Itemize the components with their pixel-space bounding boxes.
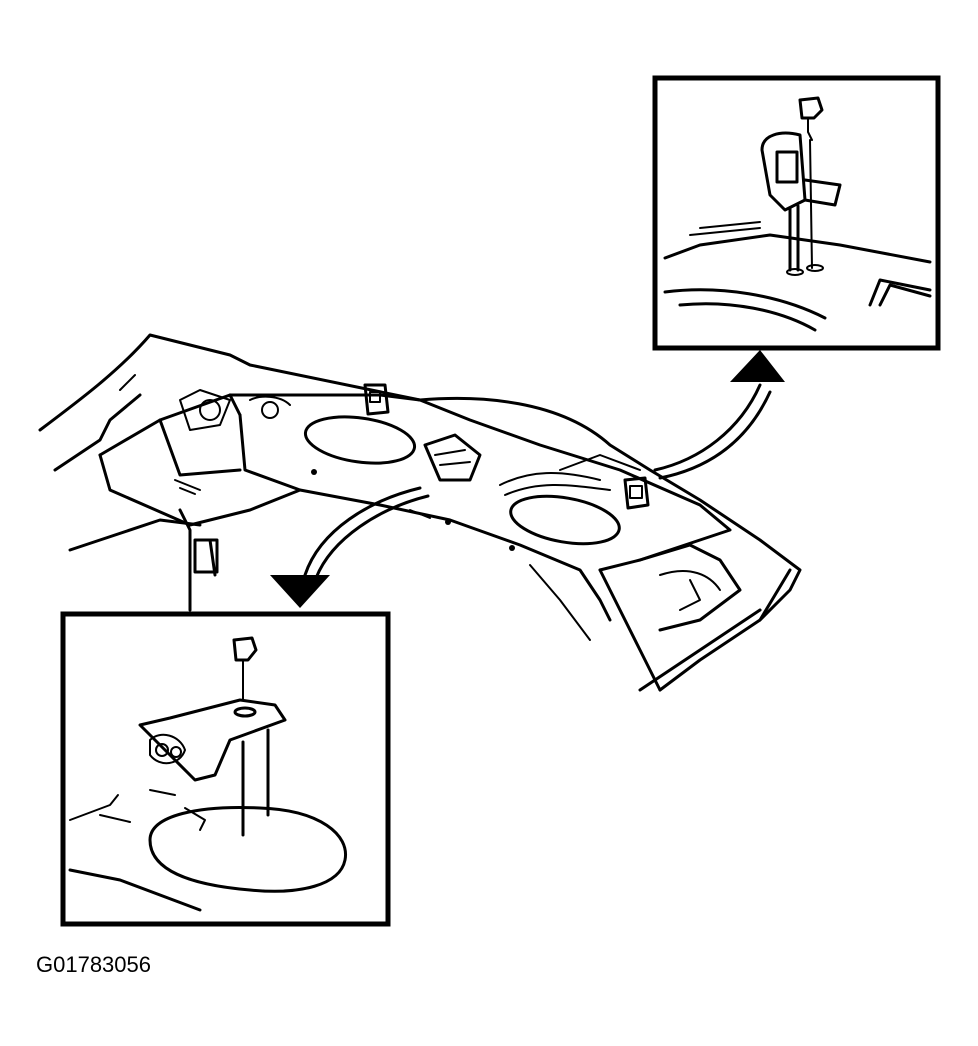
arrow-to-upper-inset [653, 350, 785, 480]
lower-inset-detail [60, 611, 391, 927]
rear-shelf-illustration [38, 333, 802, 692]
figure-id-label: G01783056 [36, 952, 151, 977]
upper-inset-detail [652, 75, 941, 351]
arrow-to-lower-inset [270, 486, 430, 608]
